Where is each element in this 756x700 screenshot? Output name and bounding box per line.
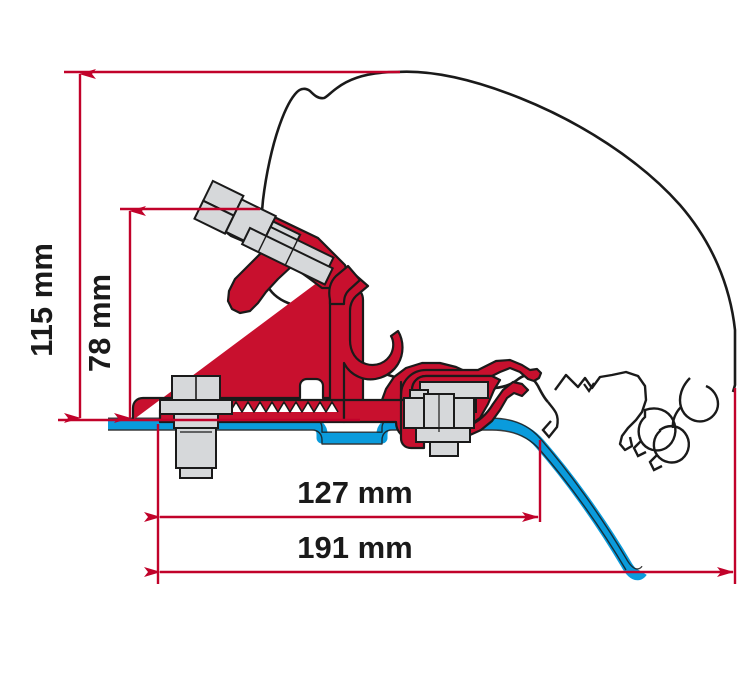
right-clamp-bolt — [403, 381, 489, 457]
left-fixing-bolt — [159, 375, 233, 479]
dimension-labels: 115 mm 78 mm 127 mm 191 mm — [24, 243, 413, 565]
dimension-label-115: 115 mm — [24, 243, 59, 357]
dimension-label-78: 78 mm — [82, 274, 117, 372]
dimension-lines — [58, 69, 737, 584]
bracket-serrations — [217, 401, 339, 413]
dimension-label-127: 127 mm — [297, 475, 412, 510]
dimension-label-191: 191 mm — [297, 530, 412, 565]
roof-rail-section-profiles — [554, 370, 720, 472]
